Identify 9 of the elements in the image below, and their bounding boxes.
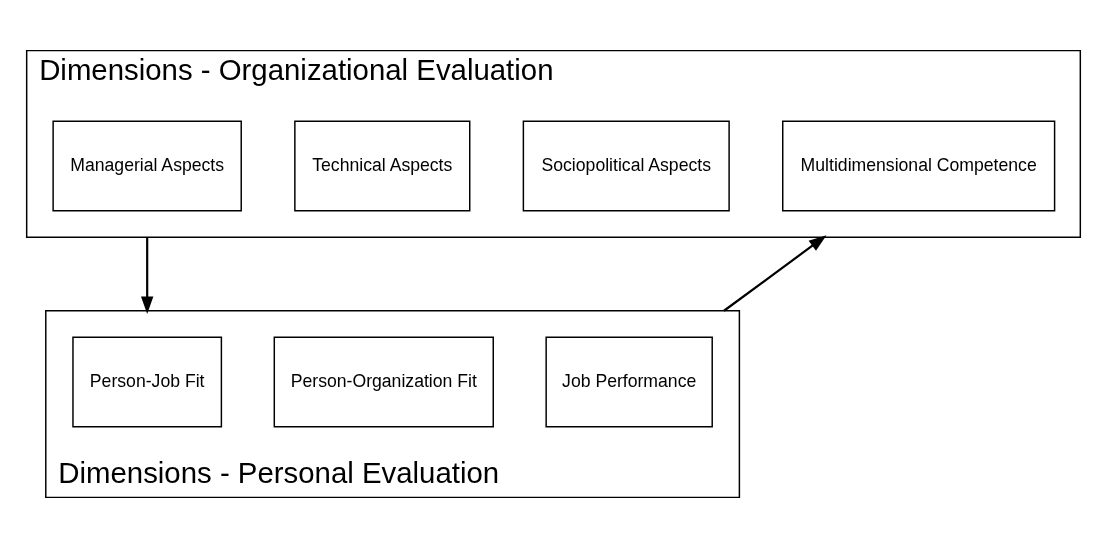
node-box: Multidimensional Competence (782, 120, 1056, 212)
arrow (723, 235, 827, 312)
node-box: Job Performance (545, 336, 713, 428)
node-box: Sociopolitical Aspects (522, 120, 730, 212)
arrow (141, 237, 154, 315)
node-box: Person-Job Fit (72, 336, 223, 428)
node-box: Managerial Aspects (52, 120, 242, 212)
node-box: Technical Aspects (294, 120, 471, 212)
node-box: Person-Organization Fit (273, 336, 494, 428)
